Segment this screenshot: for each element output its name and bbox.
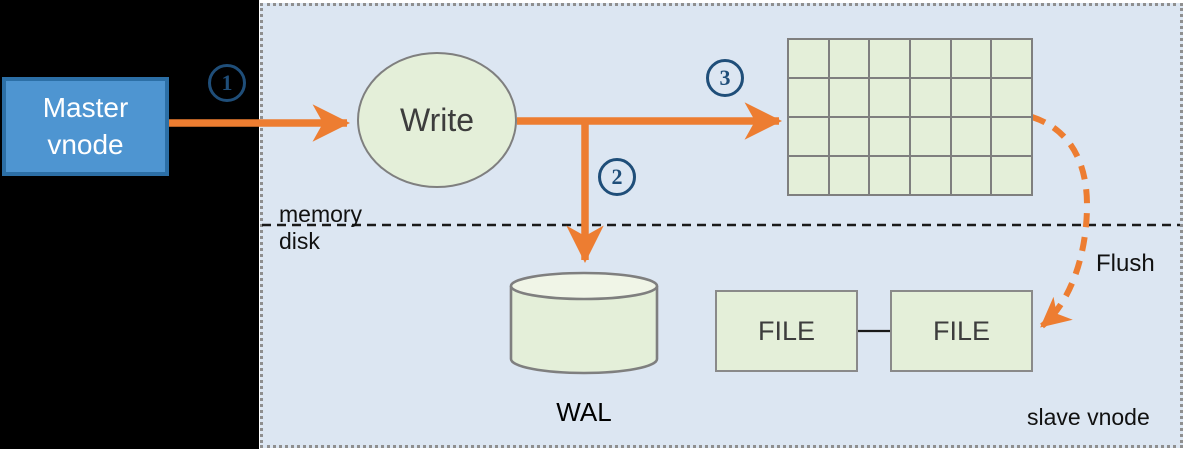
mem-table-cell <box>992 40 1031 77</box>
step-badge-3-number: 3 <box>719 65 731 90</box>
mem-table-cell <box>911 118 950 155</box>
mem-table-cell <box>992 79 1031 116</box>
mem-table <box>787 38 1033 196</box>
step-badge-1-number: 1 <box>221 70 233 95</box>
slave-vnode-label: slave vnode <box>1027 404 1150 430</box>
mem-table-cell <box>829 79 869 116</box>
file-box-1-label: FILE <box>757 315 816 346</box>
step-badge-1: 1 <box>208 64 246 102</box>
mem-table-cell <box>789 118 828 155</box>
mem-table-cell <box>992 118 1031 155</box>
mem-table-cell <box>911 79 950 116</box>
mem-table-cell <box>829 157 869 194</box>
wal-cylinder <box>509 271 659 375</box>
mem-table-cell <box>789 79 828 116</box>
mem-table-cell <box>951 157 991 194</box>
mem-table-cell <box>992 157 1031 194</box>
mem-table-cell <box>951 79 991 116</box>
mem-table-cell <box>870 118 909 155</box>
flush-label: Flush <box>1096 250 1155 277</box>
memory-label: memory <box>279 201 363 227</box>
mem-table-cell <box>911 40 950 77</box>
write-node: Write <box>357 52 517 188</box>
disk-label: disk <box>279 228 320 254</box>
file-box-1: FILE <box>715 290 858 372</box>
file-box-2: FILE <box>890 290 1033 372</box>
mem-table-cell <box>870 157 909 194</box>
mem-table-cell <box>789 40 828 77</box>
step-badge-2-number: 2 <box>611 164 623 189</box>
write-node-label: Write <box>399 101 475 138</box>
mem-table-cell <box>951 118 991 155</box>
mem-table-cell <box>789 157 828 194</box>
mem-table-cell <box>870 79 909 116</box>
mem-table-cell <box>829 40 869 77</box>
wal-label: WAL <box>556 397 612 427</box>
mem-table-cell <box>870 40 909 77</box>
mem-table-cell <box>911 157 950 194</box>
file-box-2-label: FILE <box>932 315 991 346</box>
mem-table-cell <box>951 40 991 77</box>
step-badge-2: 2 <box>598 158 636 196</box>
master-vnode-box: Master vnode <box>2 77 169 176</box>
step-badge-3: 3 <box>706 59 744 97</box>
mem-table-cell <box>829 118 869 155</box>
master-vnode-label-line1: Master <box>42 92 129 124</box>
master-vnode-label-line2: vnode <box>47 128 124 160</box>
